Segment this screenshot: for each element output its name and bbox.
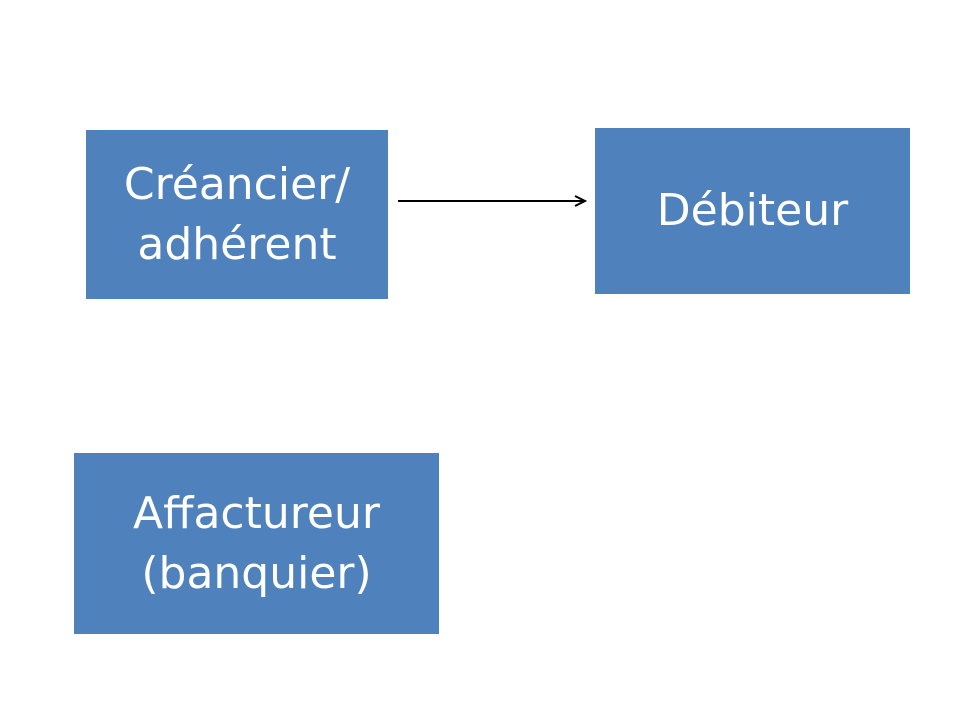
node-creancier-line1: Créancier/ <box>123 158 351 210</box>
node-affactureur-line1: Affactureur <box>133 487 380 539</box>
node-creancier-adherent: Créancier/ adhérent <box>86 130 388 299</box>
node-debiteur-label: Débiteur <box>656 185 849 236</box>
node-affactureur-banquier: Affactureur (banquier) <box>74 453 439 634</box>
node-debiteur: Débiteur <box>595 128 910 294</box>
node-affactureur-line2: (banquier) <box>141 547 372 599</box>
node-creancier-line2: adhérent <box>137 218 337 270</box>
